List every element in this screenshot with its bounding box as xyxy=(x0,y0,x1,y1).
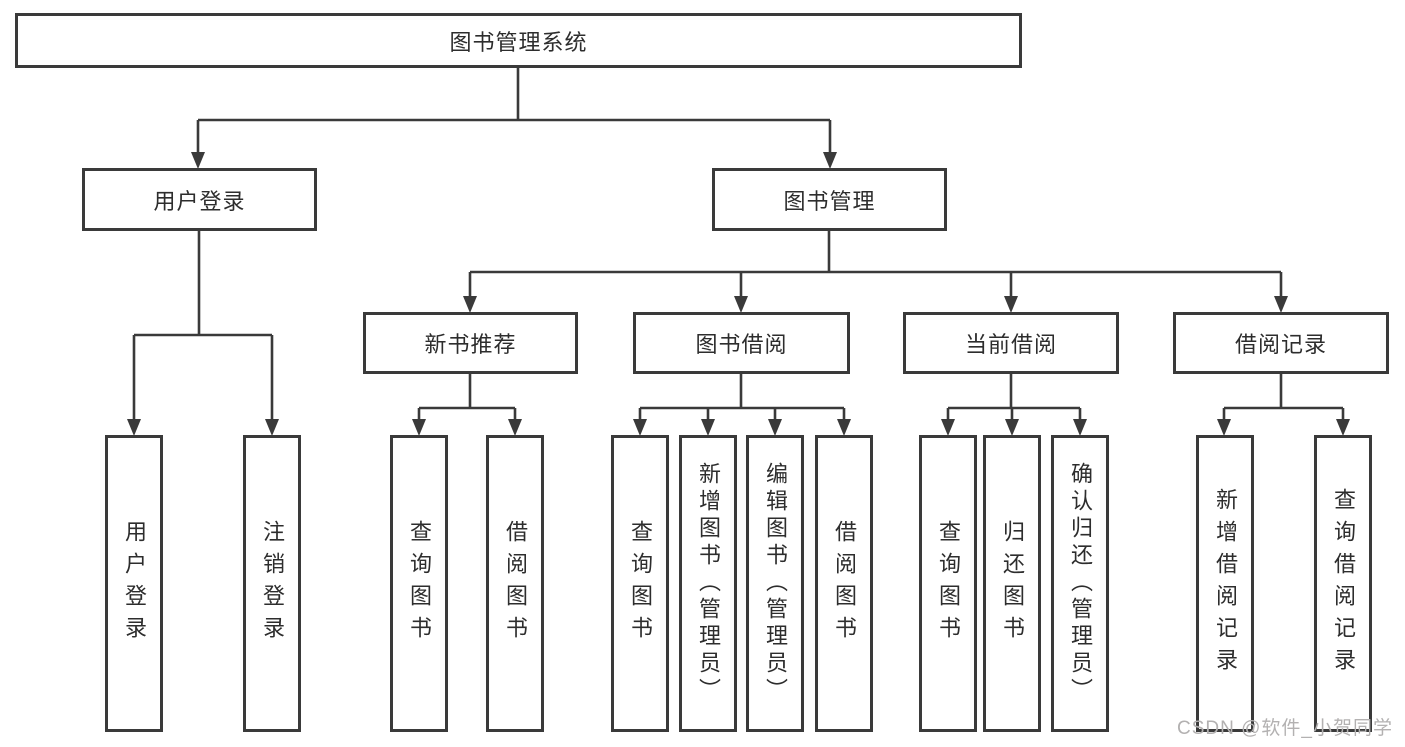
leaf-borrow-books-recommend: 借阅图书 xyxy=(486,435,544,732)
node-label: 图书管理 xyxy=(783,188,876,214)
node-label: 新书推荐 xyxy=(424,332,517,357)
node-label: 图书管理系统 xyxy=(449,29,588,55)
leaf-label: 查询借阅记录 xyxy=(1331,487,1356,680)
leaf-label: 查询图书 xyxy=(407,519,432,648)
leaf-add-borrow-record: 新增借阅记录 xyxy=(1196,435,1254,732)
csdn-watermark: CSDN @软件_小贺同学 xyxy=(1177,718,1393,739)
node-new-book-recommendation: 新书推荐 xyxy=(363,312,578,374)
leaf-label: 确认归还（管理员） xyxy=(1068,462,1093,705)
leaf-label: 编辑图书（管理员） xyxy=(763,462,788,705)
leaf-confirm-return-admin: 确认归还（管理员） xyxy=(1051,435,1109,732)
leaf-query-books-recommend: 查询图书 xyxy=(390,435,448,732)
leaf-logout: 注销登录 xyxy=(243,435,301,732)
leaf-query-books-current: 查询图书 xyxy=(919,435,977,732)
node-label: 当前借阅 xyxy=(964,332,1057,357)
node-user-login: 用户登录 xyxy=(82,168,317,231)
leaf-label: 借阅图书 xyxy=(503,519,528,648)
leaf-label: 借阅图书 xyxy=(832,519,857,648)
leaf-label: 查询图书 xyxy=(628,519,653,648)
node-book-management: 图书管理 xyxy=(712,168,947,231)
node-library-management-system: 图书管理系统 xyxy=(15,13,1022,68)
leaf-label: 注销登录 xyxy=(260,519,285,648)
leaf-label: 归还图书 xyxy=(1000,519,1025,648)
node-book-borrowing: 图书借阅 xyxy=(633,312,850,374)
leaf-borrow-books: 借阅图书 xyxy=(815,435,873,732)
leaf-label: 用户登录 xyxy=(122,519,147,648)
leaf-label: 新增借阅记录 xyxy=(1213,487,1238,680)
leaf-query-borrow-record: 查询借阅记录 xyxy=(1314,435,1372,732)
leaf-user-login: 用户登录 xyxy=(105,435,163,732)
leaf-label: 新增图书（管理员） xyxy=(696,462,721,705)
leaf-edit-books-admin: 编辑图书（管理员） xyxy=(746,435,804,732)
node-label: 图书借阅 xyxy=(695,332,788,357)
node-label: 用户登录 xyxy=(153,188,246,214)
node-label: 借阅记录 xyxy=(1234,332,1327,357)
node-borrowing-records: 借阅记录 xyxy=(1173,312,1389,374)
leaf-add-books-admin: 新增图书（管理员） xyxy=(679,435,737,732)
leaf-query-books-borrow: 查询图书 xyxy=(611,435,669,732)
leaf-label: 查询图书 xyxy=(936,519,961,648)
node-current-borrowing: 当前借阅 xyxy=(903,312,1119,374)
leaf-return-books: 归还图书 xyxy=(983,435,1041,732)
